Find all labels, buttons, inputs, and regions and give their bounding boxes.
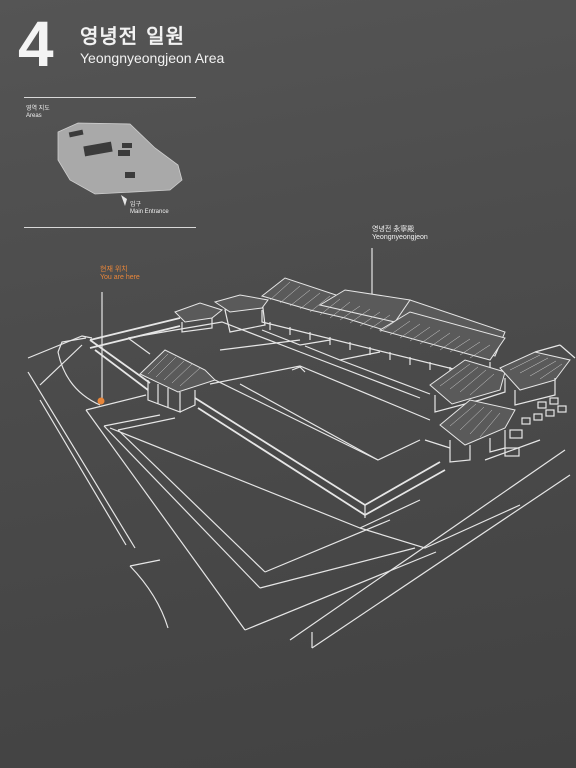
overview-label: 영역 지도 Areas	[26, 106, 50, 120]
overview-map	[57, 122, 183, 206]
overview-bottom-rule	[24, 227, 196, 228]
side-hall-left	[174, 302, 224, 333]
entrance-label: 입구 Main Entrance	[130, 202, 169, 216]
building-label: 영녕전 永寧殿 Yeongnyeongjeon	[372, 226, 428, 243]
main-hall-building	[213, 277, 506, 380]
gate-building-right	[424, 399, 516, 463]
side-hall-right	[429, 344, 576, 413]
small-pavilions	[484, 397, 567, 461]
you-are-here-marker	[97, 397, 105, 405]
ground-lines	[27, 335, 571, 649]
overview-label-korean: 영역 지도	[26, 106, 50, 112]
building-label-english: Yeongnyeongjeon	[372, 234, 428, 242]
area-number: 4	[18, 8, 54, 80]
gate-building-left	[139, 349, 216, 413]
entrance-label-english: Main Entrance	[130, 209, 169, 216]
entrance-label-korean: 입구	[130, 202, 142, 208]
building-label-korean: 영녕전 永寧殿	[372, 226, 415, 233]
entrance-arrow-icon	[121, 195, 127, 206]
overview-label-english: Areas	[26, 113, 42, 120]
area-title-english: Yeongnyeongjeon Area	[80, 50, 225, 66]
inner-courtyard	[261, 329, 431, 395]
you-are-here-english: You are here	[100, 274, 140, 282]
you-are-here-label: 현재 위치 You are here	[100, 266, 140, 283]
precinct-walls	[89, 317, 521, 549]
area-title-korean: 영녕전 일원	[80, 24, 185, 48]
you-are-here-korean: 현재 위치	[100, 266, 128, 273]
overview-top-rule	[24, 97, 196, 98]
